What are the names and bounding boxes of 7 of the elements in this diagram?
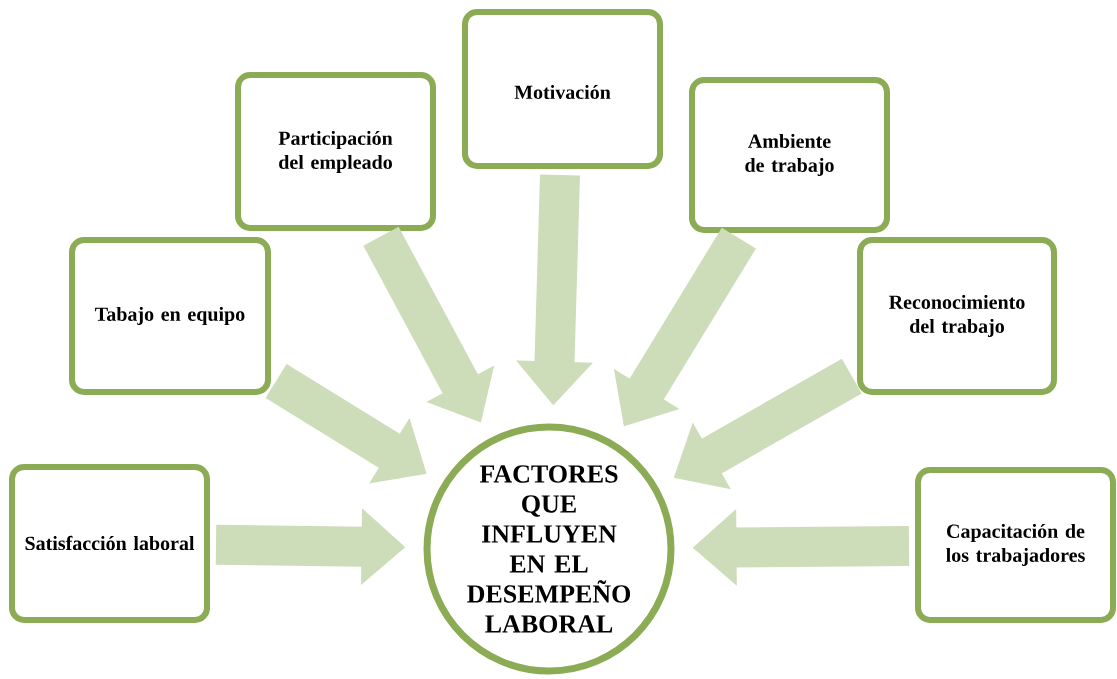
factor-box: Ambiente de trabajo [689, 77, 890, 233]
factor-box: Capacitación de los trabajadores [915, 467, 1116, 623]
factor-box: Satisfacción laboral [9, 464, 210, 623]
factor-box: Motivación [462, 9, 663, 169]
factor-box: Tabajo en equipo [69, 237, 271, 395]
factor-box: Reconocimiento del trabajo [857, 237, 1057, 395]
factor-box: Participación del empleado [235, 72, 436, 231]
